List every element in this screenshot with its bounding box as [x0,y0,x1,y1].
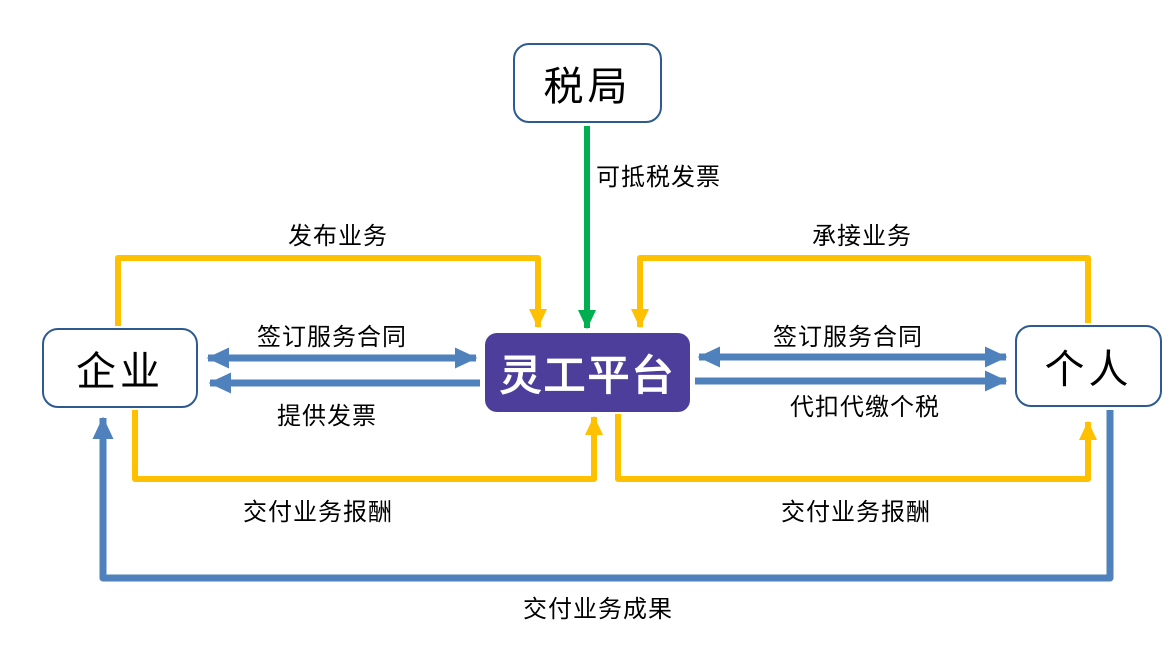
edge-label-pay-remuneration-right: 交付业务报酬 [781,499,931,526]
edge-label-tax-invoice: 可抵税发票 [596,164,721,191]
edge-label-provide-invoice: 提供发票 [277,403,377,430]
arrow-accept-business [631,255,1091,329]
arrow-publish-business [115,255,547,329]
node-tax-bureau: 税局 [513,43,662,123]
edge-label-sign-contract-left: 签订服务合同 [257,324,407,351]
edge-label-sign-contract-right: 签订服务合同 [773,324,923,351]
edge-label-pay-remuneration-left: 交付业务报酬 [243,499,393,526]
edge-label-publish-business: 发布业务 [288,223,388,250]
arrow-pay-remuneration-left [132,410,603,482]
node-platform-label: 灵工平台 [499,352,676,399]
node-enterprise-label: 企业 [76,350,164,394]
edge-label-withhold-tax: 代扣代缴个税 [790,394,940,421]
arrow-deliver-results [92,410,1114,582]
edge-label-accept-business: 承接业务 [812,223,912,250]
edge-label-deliver-results: 交付业务成果 [523,596,673,623]
node-individual-label: 个人 [1044,348,1133,392]
arrow-pay-remuneration-right [615,414,1097,482]
node-individual: 个人 [1015,325,1162,407]
node-platform: 灵工平台 [485,333,690,412]
node-enterprise: 企业 [42,328,198,408]
node-tax-bureau-label: 税局 [543,65,632,109]
